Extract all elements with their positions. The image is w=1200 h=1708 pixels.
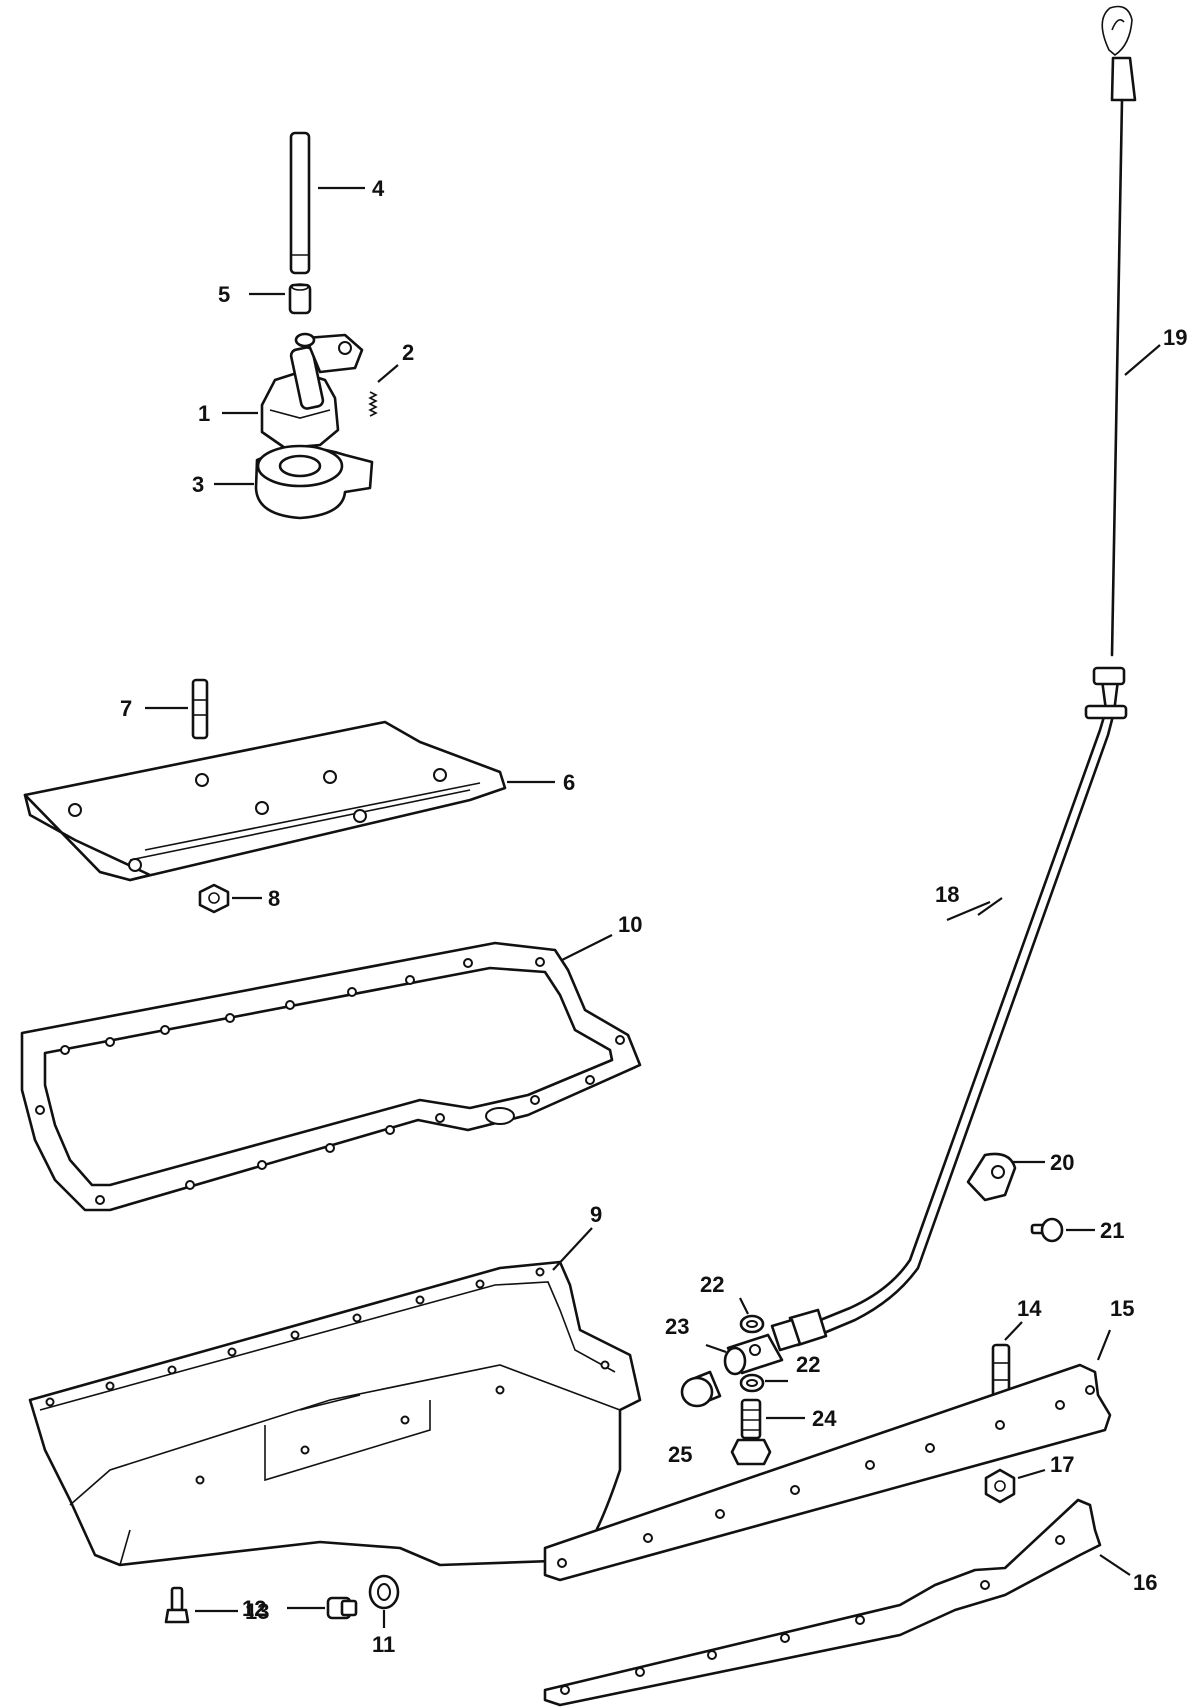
callout-11: 11 [372,1632,395,1657]
callout-1: 1 [198,401,210,426]
callout-14: 14 [1017,1296,1042,1321]
part-15-rail-gasket [543,1363,1112,1582]
leader-9 [552,1227,593,1271]
leader-17 [1017,1468,1046,1480]
leader-18 [977,897,1003,916]
callout-25: 25 [668,1442,692,1467]
callout-6: 6 [563,770,575,795]
part-25-plug [680,1370,722,1408]
callout-17: 17 [1050,1452,1074,1477]
callout-16: 16 [1133,1570,1157,1595]
leader-18b [946,900,991,922]
part-5-bushing [288,283,312,315]
callout-20: 20 [1050,1150,1074,1175]
callout-18: 18 [935,882,959,907]
leader-22a [739,1297,749,1315]
part-20-clip [966,1152,1017,1202]
part-3-pickup-screen [254,444,374,520]
callout-23: 23 [665,1314,689,1339]
leader-23 [705,1343,727,1354]
part-13-bolt [164,1586,190,1624]
callout-15: 15 [1110,1296,1134,1321]
part-18-dipstick-tube [770,666,1128,1352]
part-1-oil-pump [260,332,364,450]
callout-13: 13 [245,1599,269,1624]
callout-21: 21 [1100,1218,1124,1243]
part-22-o-ring-upper [739,1314,765,1334]
callout-24: 24 [812,1406,837,1431]
leader-15 [1096,1329,1112,1361]
callout-9: 9 [590,1202,602,1227]
callout-19: 19 [1163,325,1187,350]
part-2-spring [368,391,378,417]
leader-14 [1004,1321,1023,1341]
part-16-rail-gasket [543,1498,1102,1707]
callout-22b: 22 [796,1352,820,1377]
callout-22a: 22 [700,1272,724,1297]
leader-19 [1124,344,1161,376]
callout-2: 2 [402,340,414,365]
leader-2 [377,364,399,383]
part-6-windage-tray [23,720,507,882]
part-8-nut [198,883,230,914]
part-21-screw [1030,1217,1064,1243]
leader-10 [561,934,613,961]
part-22-o-ring-lower [739,1373,765,1393]
callout-5: 5 [218,282,230,307]
callout-10: 10 [618,912,642,937]
callout-3: 3 [192,472,204,497]
part-17-nut [984,1468,1016,1504]
leader-16 [1099,1554,1131,1576]
callout-7: 7 [120,696,132,721]
part-4-shaft [289,131,311,275]
callout-4: 4 [372,176,385,201]
callout-8: 8 [268,886,280,911]
part-23-adapter [723,1333,784,1376]
part-24-fitting [730,1398,772,1466]
part-11-washer [368,1574,400,1610]
part-9-oil-pan [28,1260,642,1567]
part-10-oil-pan-gasket [20,941,642,1212]
part-7-stud [191,678,209,740]
callout-12: 12 [242,1596,266,1621]
part-12-drain-plug [326,1596,358,1620]
part-19-dipstick [1101,5,1137,657]
